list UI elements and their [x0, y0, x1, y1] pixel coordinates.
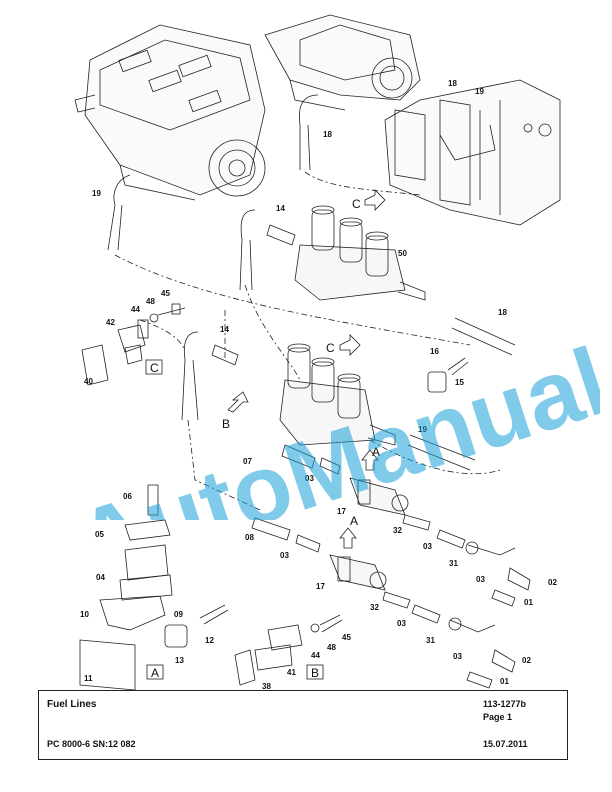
part-label: 32: [393, 526, 402, 535]
callout-box-b: [306, 664, 324, 680]
callout-c-lower: C: [326, 341, 335, 355]
part-label: 50: [398, 249, 407, 258]
part-label: 48: [327, 643, 336, 652]
hose-07: [281, 444, 316, 469]
engine-illustration-left: [74, 24, 266, 201]
hose-lower-valve: [181, 331, 199, 421]
part-label: 19: [418, 425, 427, 434]
hose-19-mid: [407, 434, 476, 471]
hose-19-left: [107, 174, 131, 251]
view-arrow-c-upper: [364, 189, 386, 211]
part-label: 07: [243, 457, 252, 466]
fitting-14-upper: [266, 224, 296, 246]
valve-17-upper: [349, 477, 409, 516]
part-label: 31: [449, 559, 458, 568]
part-label: 02: [548, 578, 557, 587]
part-label: 18: [448, 79, 457, 88]
view-arrow-a-lower: [339, 527, 357, 549]
hose-18-right: [451, 317, 516, 356]
part-label: 11: [84, 674, 93, 683]
part-label: 19: [92, 189, 101, 198]
view-arrow-a-upper: [361, 449, 379, 471]
sleeve-16: [427, 371, 447, 393]
part-label: 32: [370, 603, 379, 612]
part-label: 06: [123, 492, 132, 501]
part-label: 03: [280, 551, 289, 560]
part-label: 03: [453, 652, 462, 661]
part-label: 44: [311, 651, 320, 660]
screw-15: [447, 357, 469, 376]
hose-08: [251, 517, 291, 541]
view-arrow-c-lower: [339, 334, 361, 356]
part-label: 18: [323, 130, 332, 139]
title-block: Fuel Lines 113-1277b Page 1 PC 8000-6 SN…: [38, 690, 568, 760]
part-label: 38: [262, 682, 271, 690]
part-label: 41: [287, 668, 296, 677]
part-label: 03: [476, 575, 485, 584]
callout-c-upper: C: [352, 197, 361, 211]
valve-block-upper: [294, 205, 426, 301]
part-label: 45: [342, 633, 351, 642]
bracket-assembly-a: [79, 484, 229, 690]
part-label: 10: [80, 610, 89, 619]
part-label: 19: [475, 87, 484, 96]
coupling-03-a: [319, 457, 341, 475]
engine-illustration-center: [264, 14, 421, 111]
part-label: 40: [84, 377, 93, 386]
parts-drawing: C A B C C B A A 18 19 18 19 14 50 45 48 …: [74, 14, 561, 690]
part-label: 14: [276, 204, 285, 213]
part-label: 15: [455, 378, 464, 387]
part-label: 03: [423, 542, 432, 551]
part-label: 01: [524, 598, 533, 607]
part-label: 14: [220, 325, 229, 334]
doc-title: Fuel Lines: [47, 699, 97, 710]
part-label: 17: [337, 507, 346, 516]
callout-a-upper: A: [372, 445, 380, 459]
callout-b-arrow: B: [222, 417, 230, 431]
part-label: 03: [397, 619, 406, 628]
valve-block-lower: [279, 343, 396, 446]
view-arrow-b: [227, 391, 249, 413]
callout-b-box-text: B: [311, 666, 319, 680]
hose-18-center: [299, 94, 319, 171]
part-label: 13: [175, 656, 184, 665]
callout-a-lower: A: [350, 514, 358, 528]
part-label: 45: [161, 289, 170, 298]
part-label: 17: [316, 582, 325, 591]
engine-illustration-right: [384, 79, 561, 226]
part-label: 05: [95, 530, 104, 539]
callout-a-box-text: A: [151, 666, 159, 680]
callout-box-a: [146, 664, 164, 680]
part-label: 16: [430, 347, 439, 356]
part-label: 04: [96, 573, 105, 582]
page-number: Page 1: [483, 712, 513, 722]
fitting-14-lower: [211, 344, 239, 366]
part-label: 18: [498, 308, 507, 317]
hose-top-valve: [239, 209, 256, 291]
callout-box-c: [145, 359, 163, 375]
bracket-assembly-c: [81, 303, 186, 386]
part-label: 02: [522, 656, 531, 665]
valve-17-lower: [329, 554, 387, 591]
part-label: 48: [146, 297, 155, 306]
doc-number: 113-1277b: [483, 699, 527, 709]
doc-date: 15.07.2011: [483, 739, 528, 749]
callout-c-box-text: C: [150, 361, 159, 375]
machine-serial: PC 8000-6 SN:12 082: [47, 739, 136, 749]
part-label: 31: [426, 636, 435, 645]
part-label: 09: [174, 610, 183, 619]
part-label: 08: [245, 533, 254, 542]
part-label: 03: [305, 474, 314, 483]
part-label: 01: [500, 677, 509, 686]
bracket-assembly-b: [234, 614, 343, 686]
part-label: 12: [205, 636, 214, 645]
part-label: 44: [131, 305, 140, 314]
part-label: 42: [106, 318, 115, 327]
